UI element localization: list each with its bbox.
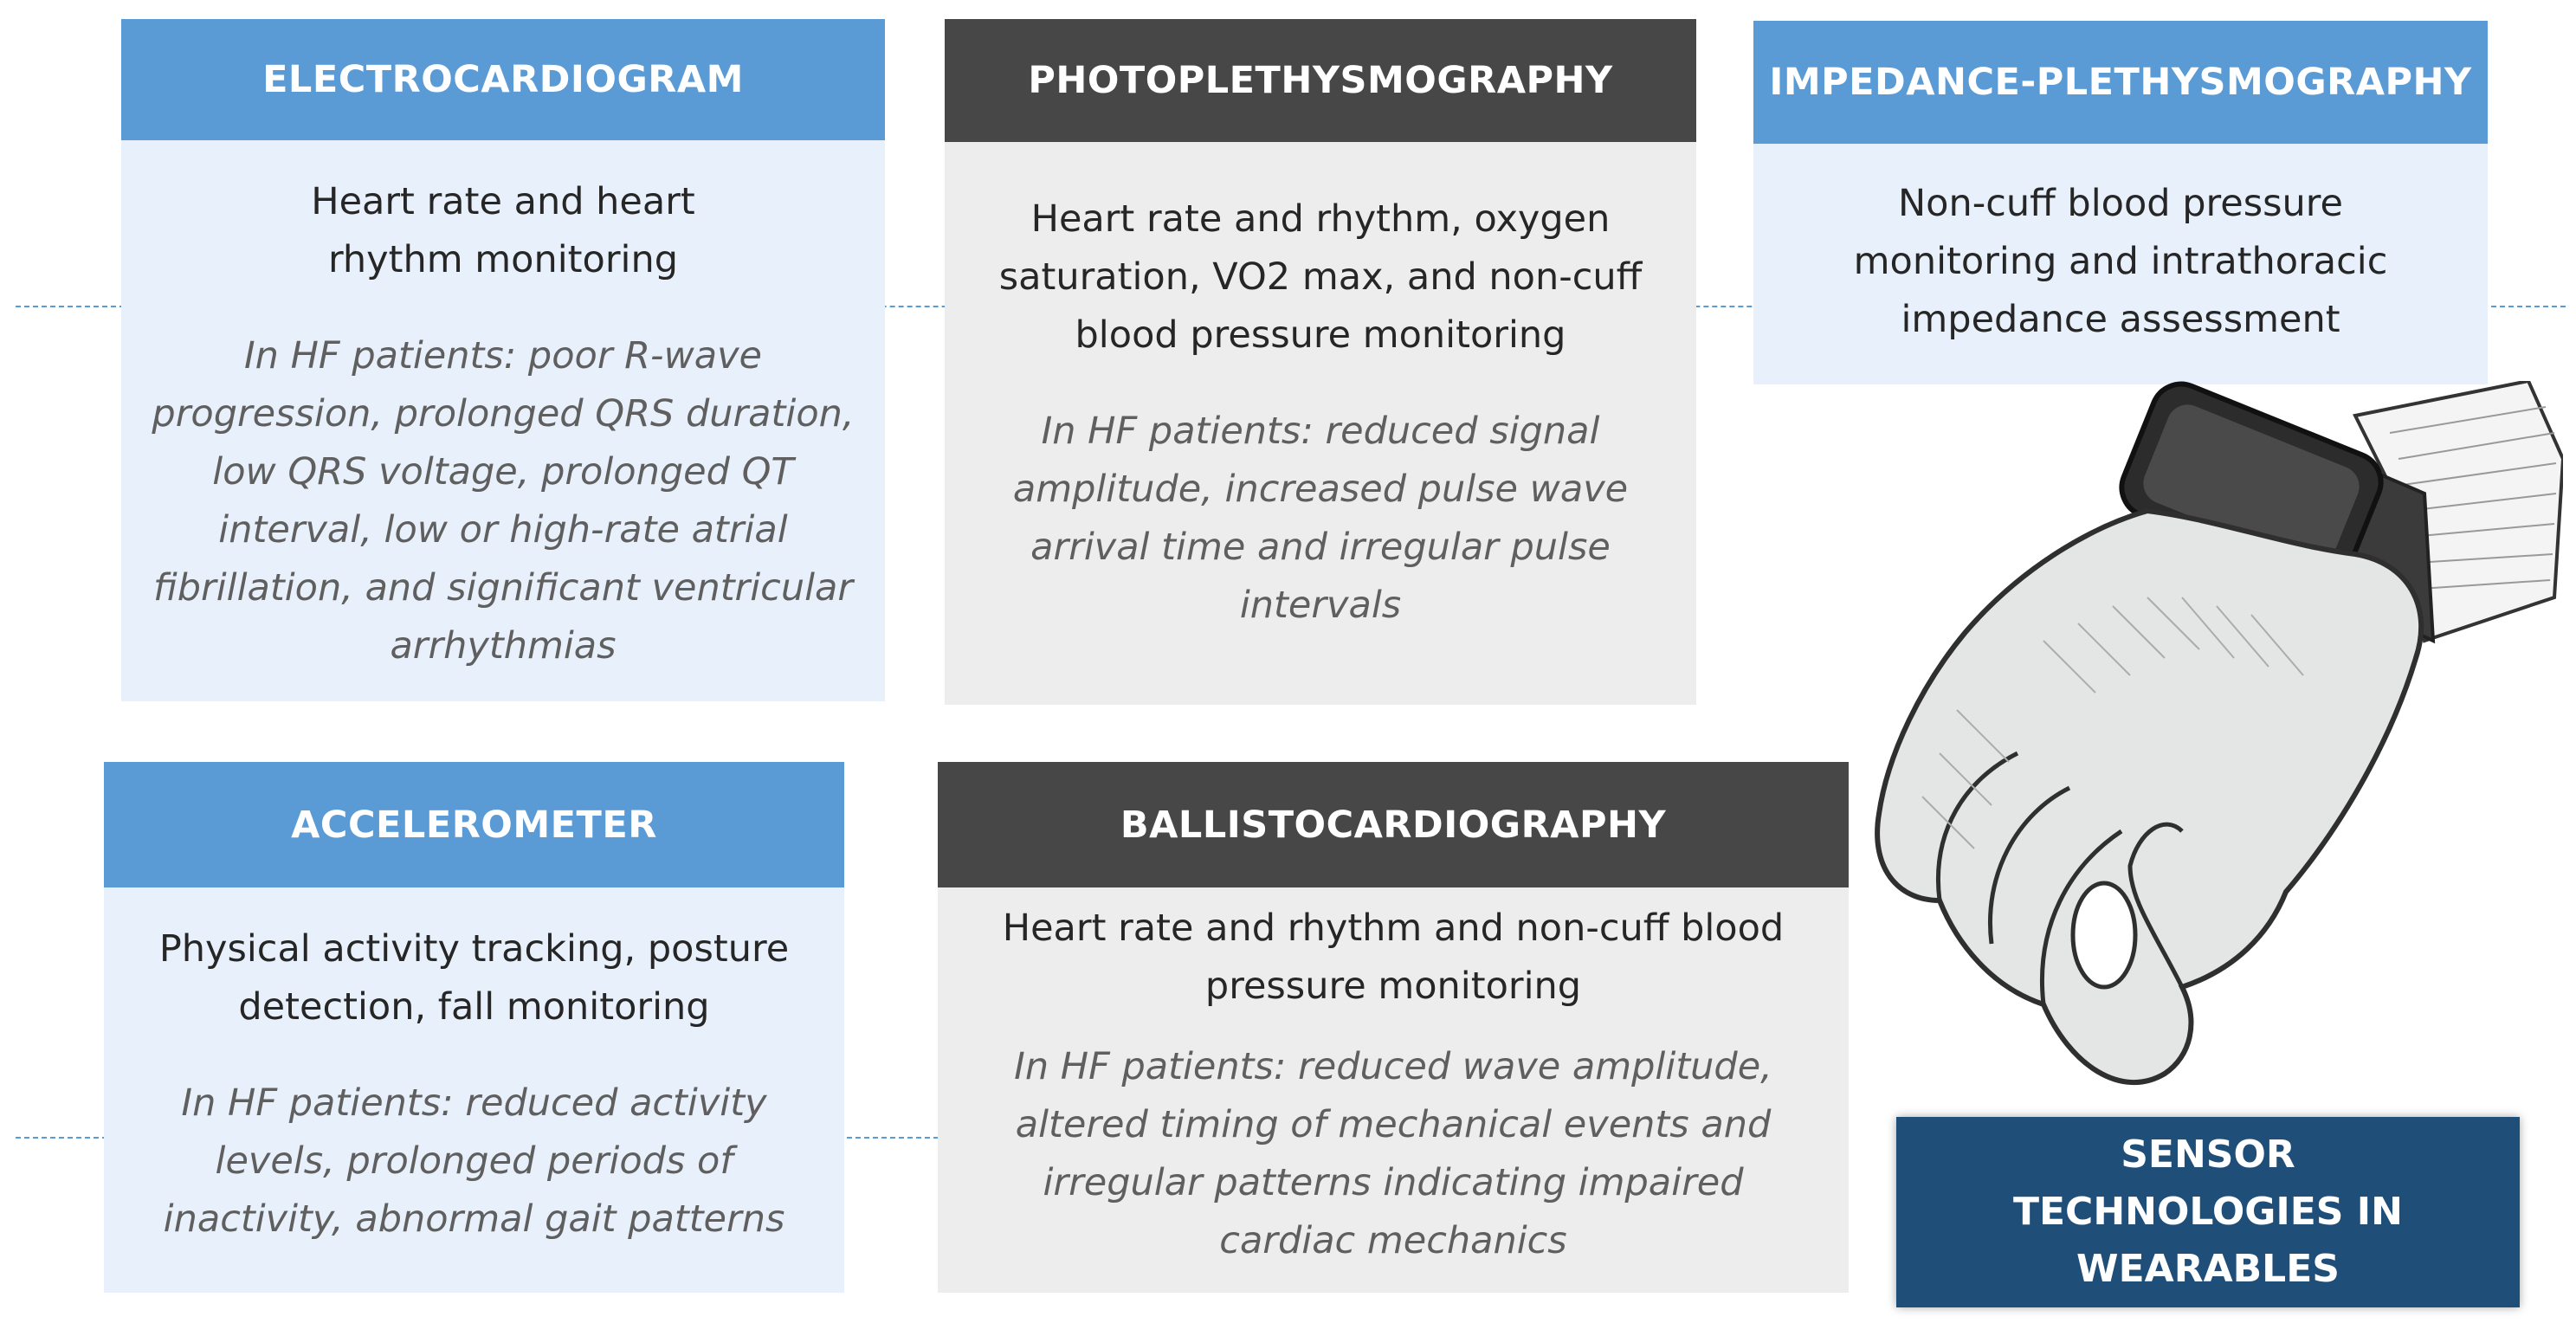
ecg-card: ELECTROCARDIOGRAM Heart rate and heart r… [121, 19, 885, 701]
ppg-card-body: Heart rate and rhythm, oxygen saturation… [945, 142, 1696, 705]
accelerometer-card-body: Physical activity tracking, posture dete… [104, 887, 844, 1293]
accelerometer-description: Physical activity tracking, posture dete… [158, 927, 790, 1029]
bcg-hf-findings: In HF patients: reduced wave amplitude, … [1014, 1045, 1772, 1262]
ecg-description: Heart rate and heart rhythm monitoring [311, 180, 695, 281]
bcg-description: Heart rate and rhythm and non-cuff blood… [1002, 907, 1785, 1008]
bcg-card: BALLISTOCARDIOGRAPHY Heart rate and rhyt… [938, 762, 1849, 1293]
hand-with-smartwatch-icon [1875, 381, 2563, 1085]
bcg-card-body: Heart rate and rhythm and non-cuff blood… [938, 887, 1849, 1293]
ppg-description: Heart rate and rhythm, oxygen saturation… [998, 197, 1643, 357]
bcg-card-title: BALLISTOCARDIOGRAPHY [938, 762, 1849, 887]
impedance-card: IMPEDANCE-PLETHYSMOGRAPHY Non-cuff blood… [1753, 21, 2488, 384]
ppg-card-title: PHOTOPLETHYSMOGRAPHY [945, 19, 1696, 142]
ppg-hf-findings: In HF patients: reduced signal amplitude… [1012, 410, 1629, 627]
impedance-card-title: IMPEDANCE-PLETHYSMOGRAPHY [1753, 21, 2488, 144]
accelerometer-hf-findings: In HF patients: reduced activity levels,… [163, 1081, 785, 1241]
accelerometer-card-title: ACCELEROMETER [104, 762, 844, 887]
ecg-hf-findings: In HF patients: poor R-wave progression,… [152, 334, 855, 668]
ppg-card: PHOTOPLETHYSMOGRAPHY Heart rate and rhyt… [945, 19, 1696, 705]
summary-title: SENSOR TECHNOLOGIES IN WEARABLES [1896, 1117, 2520, 1307]
summary-label: SENSOR TECHNOLOGIES IN WEARABLES [2012, 1133, 2404, 1291]
impedance-card-body: Non-cuff blood pressure monitoring and i… [1753, 144, 2488, 384]
impedance-description: Non-cuff blood pressure monitoring and i… [1853, 182, 2388, 341]
ecg-card-title: ELECTROCARDIOGRAM [121, 19, 885, 140]
accelerometer-card: ACCELEROMETER Physical activity tracking… [104, 762, 844, 1293]
ecg-card-body: Heart rate and heart rhythm monitoring I… [121, 140, 885, 701]
